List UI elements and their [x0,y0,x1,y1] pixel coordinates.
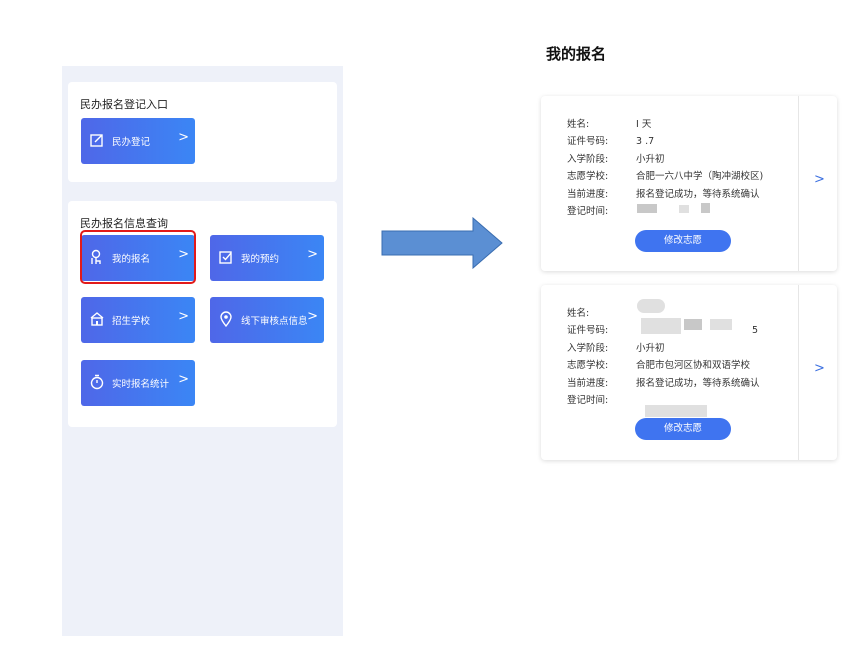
id-number-row: 证件号码: 5 [567,322,758,336]
divider [798,285,799,460]
school-value: 合肥一六八中学（陶冲湖校区) [636,171,764,182]
school-label: 志愿学校: [567,360,609,371]
stage-value: 小升初 [636,343,665,354]
chevron-right-icon: > [307,309,318,324]
entry-section-title: 民办报名登记入口 [80,98,168,111]
redacted-block [710,319,732,330]
my-appointment-button[interactable]: 我的预约 > [210,235,324,281]
modify-choice-button[interactable]: 修改志愿 [635,418,731,440]
time-label: 登记时间: [567,395,609,406]
name-label: 姓名: [567,119,590,130]
modify-choice-button[interactable]: 修改志愿 [635,230,731,252]
edit-icon [90,134,103,147]
redacted-block [637,204,657,213]
realtime-stats-label: 实时报名统计 [112,379,170,390]
redacted-block [701,203,710,213]
progress-label: 当前进度: [567,189,609,200]
redacted-block [637,299,665,313]
chevron-right-icon: > [178,372,189,387]
school-label: 志愿学校: [567,171,609,182]
progress-label: 当前进度: [567,378,609,389]
query-section-title: 民办报名信息查询 [80,217,168,230]
time-row: 登记时间: [567,203,636,217]
registration-record-card[interactable]: 姓名: I 天 证件号码: 3 .7 入学阶段: 小升初 志愿学校: 合肥一六八中学（陶… [541,96,837,271]
id-number-label: 证件号码: [567,136,609,147]
time-label: 登记时间: [567,206,609,217]
time-row: 登记时间: [567,392,636,406]
registration-query-card: 民办报名信息查询 我的报名 > 我的预约 > 招生学校 > [68,201,337,427]
redacted-block [645,405,707,417]
name-value: I 天 [636,119,652,130]
id-number-value: 5 [752,325,759,336]
chevron-right-icon[interactable]: > [814,361,825,376]
arrow-right-icon [381,217,503,269]
stage-row: 入学阶段: 小升初 [567,340,665,354]
chevron-right-icon[interactable]: > [814,172,825,187]
stage-label: 入学阶段: [567,343,609,354]
divider [798,96,799,271]
offline-review-points-button[interactable]: 线下审核点信息 > [210,297,324,343]
left-phone-screen: 民办报名登记入口 民办登记 > 民办报名信息查询 我的报名 > 我的预约 [62,66,343,636]
enrollment-schools-button[interactable]: 招生学校 > [81,297,195,343]
my-registration-button[interactable]: 我的报名 > [81,235,195,281]
id-number-label: 证件号码: [567,325,609,336]
id-number-value: 3 .7 [636,136,655,147]
person-touch-icon [91,249,101,264]
highlight-box [80,230,196,284]
registration-entry-card: 民办报名登记入口 民办登记 > [68,82,337,182]
id-number-row: 证件号码: 3 .7 [567,133,654,147]
redacted-block [679,205,689,213]
name-row: 姓名: [567,305,636,319]
private-registration-label: 民办登记 [112,137,151,148]
school-icon [90,312,104,326]
stage-value: 小升初 [636,154,665,165]
chevron-right-icon: > [178,247,189,262]
progress-row: 当前进度: 报名登记成功，等待系统确认 [567,186,760,200]
progress-value: 报名登记成功，等待系统确认 [636,378,760,389]
chevron-right-icon: > [307,247,318,262]
name-label: 姓名: [567,308,590,319]
redacted-block [641,318,681,334]
progress-row: 当前进度: 报名登记成功，等待系统确认 [567,375,760,389]
chevron-right-icon: > [178,130,189,145]
page-title: 我的报名 [546,45,607,63]
progress-value: 报名登记成功，等待系统确认 [636,189,760,200]
redacted-block [684,319,702,330]
name-row: 姓名: I 天 [567,116,651,130]
school-row: 志愿学校: 合肥一六八中学（陶冲湖校区) [567,168,763,182]
offline-review-points-label: 线下审核点信息 [241,316,308,327]
stage-label: 入学阶段: [567,154,609,165]
stopwatch-icon [90,374,104,390]
registration-record-card[interactable]: 姓名: 证件号码: 5 入学阶段: 小升初 志愿学校: 合肥市包河区协和双语学校 当前… [541,285,837,460]
realtime-stats-button[interactable]: 实时报名统计 > [81,360,195,406]
school-row: 志愿学校: 合肥市包河区协和双语学校 [567,357,750,371]
checkbox-icon [219,251,232,264]
private-registration-button[interactable]: 民办登记 > [81,118,195,164]
enrollment-schools-label: 招生学校 [112,316,151,327]
stage-row: 入学阶段: 小升初 [567,151,665,165]
chevron-right-icon: > [178,309,189,324]
location-pin-icon [220,311,232,327]
my-registration-label: 我的报名 [112,254,151,265]
school-value: 合肥市包河区协和双语学校 [636,360,751,371]
my-appointment-label: 我的预约 [241,254,280,265]
